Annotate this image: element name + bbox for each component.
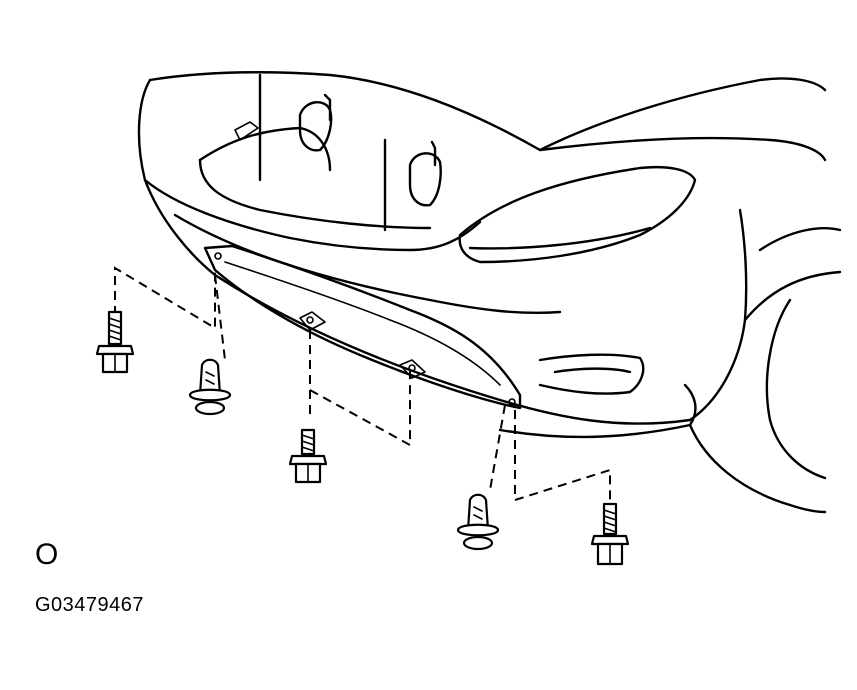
clip-left [188,358,232,416]
figure-marker-label: O [35,538,59,571]
bolt-middle [288,428,328,484]
car-body-outline [137,71,842,514]
bolt-left [95,310,135,374]
leader-lines [114,266,611,505]
figure-code-label: G03479467 [35,594,145,616]
bolt-right [590,502,630,566]
engine-undercover-panel [203,244,522,410]
clip-right [456,493,500,551]
